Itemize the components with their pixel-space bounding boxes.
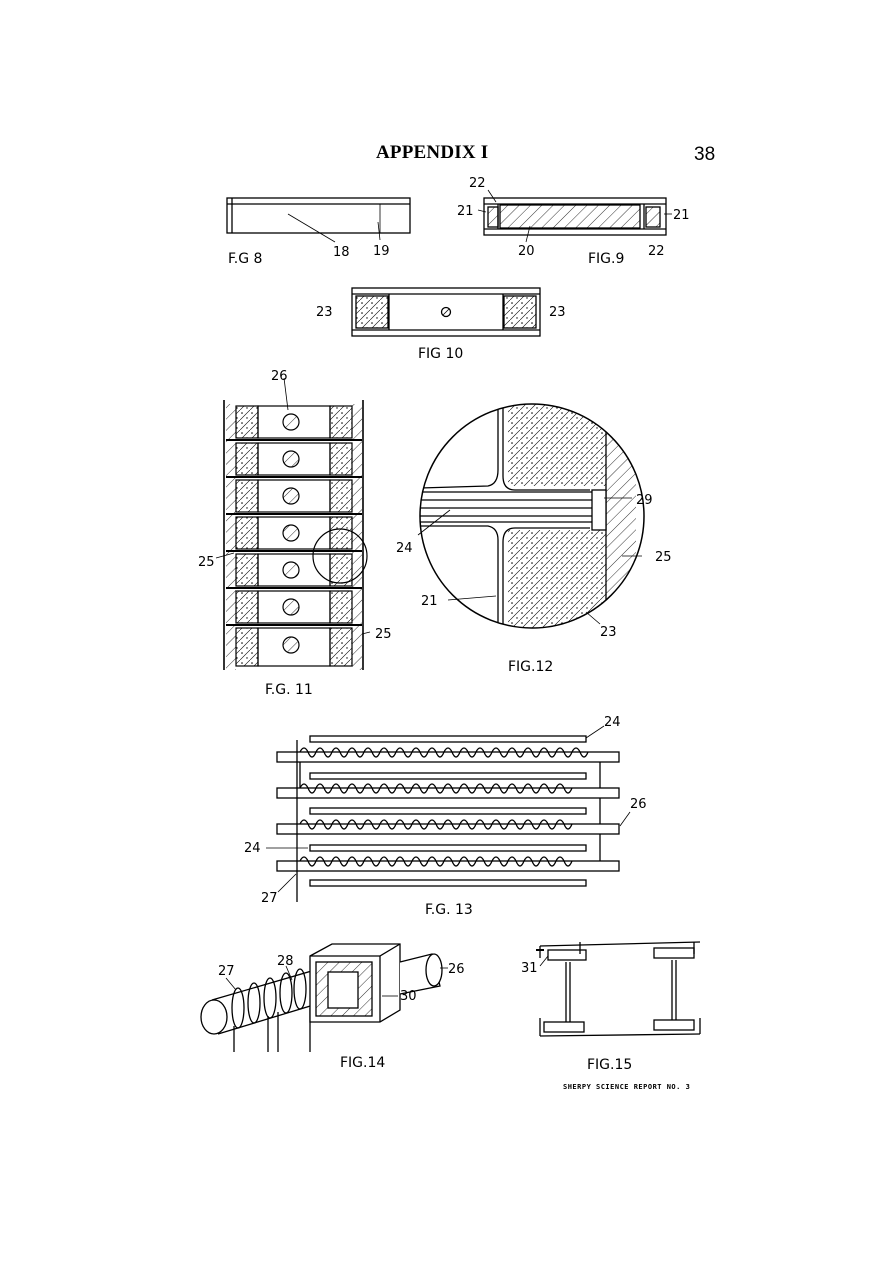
fig12-drawing <box>417 403 645 629</box>
fig13-label-24-top: 24 <box>604 715 621 730</box>
fig8-caption: F.G 8 <box>228 251 262 267</box>
fig9-label-21-right: 21 <box>673 208 690 223</box>
fig11-label-26: 26 <box>271 369 288 384</box>
fig14-label-27: 27 <box>218 964 235 979</box>
page-title: APPENDIX I <box>376 142 489 163</box>
fig13-label-26: 26 <box>630 797 647 812</box>
fig11-drawing <box>215 377 371 670</box>
fig9-label-21-left: 21 <box>457 204 474 219</box>
fig15-label-31: 31 <box>521 961 538 976</box>
fig8-label-19: 19 <box>373 244 390 259</box>
fig11-caption: F.G. 11 <box>265 682 313 698</box>
fig11-label-25-right: 25 <box>375 627 392 642</box>
fig15-caption: FIG.15 <box>587 1057 632 1073</box>
fig12-caption: FIG.12 <box>508 659 553 675</box>
fig9-drawing <box>477 189 672 243</box>
fig10-label-23-left: 23 <box>316 305 333 320</box>
fig9-label-22-bottom: 22 <box>648 244 665 259</box>
fig13-label-24-left: 24 <box>244 841 261 856</box>
fig14-label-26: 26 <box>448 962 465 977</box>
fig14-caption: FIG.14 <box>340 1055 385 1071</box>
fig10-caption: FIG 10 <box>418 346 463 362</box>
fig11-label-25-left: 25 <box>198 555 215 570</box>
fig9-caption: FIG.9 <box>588 251 624 267</box>
fig14-label-30: 30 <box>400 989 417 1004</box>
fig9-label-22-top: 22 <box>469 176 486 191</box>
page-number: 38 <box>694 144 716 165</box>
fig10-label-23-right: 23 <box>549 305 566 320</box>
fig12-label-25: 25 <box>655 550 672 565</box>
fig12-label-21: 21 <box>421 594 438 609</box>
fig12-label-29: 29 <box>636 493 653 508</box>
fig10-drawing <box>351 287 541 337</box>
fig12-label-23: 23 <box>600 625 617 640</box>
fig13-label-27: 27 <box>261 891 278 906</box>
fig14-drawing <box>200 943 448 1052</box>
fig8-drawing <box>226 197 411 243</box>
fig8-label-18: 18 <box>333 245 350 260</box>
fig13-drawing <box>266 725 631 902</box>
fig14-label-28: 28 <box>277 954 294 969</box>
fig12-label-24: 24 <box>396 541 413 556</box>
footer-text: SHERPY SCIENCE REPORT NO. 3 <box>563 1083 691 1091</box>
fig15-drawing <box>536 941 701 1037</box>
fig9-label-20: 20 <box>518 244 535 259</box>
fig13-caption: F.G. 13 <box>425 902 473 918</box>
